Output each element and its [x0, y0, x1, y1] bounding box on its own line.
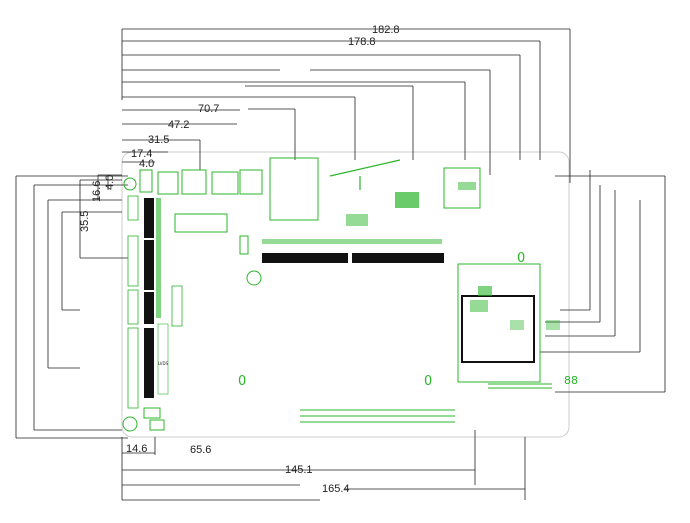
board-outline — [121, 151, 570, 438]
dim-14-6: 14.6 — [126, 443, 147, 455]
connector-long-right — [352, 253, 444, 263]
connector-long-left — [262, 253, 348, 263]
left-pin-headers — [127, 195, 183, 409]
zero-label-right: 0 — [517, 251, 525, 266]
dim-31-5: 31.5 — [148, 134, 169, 146]
bottom-dimension-lines — [121, 430, 526, 501]
bottom-trace-strip — [300, 383, 552, 423]
dim-88: 88 — [564, 374, 578, 387]
right-dimension-lines — [540, 170, 666, 393]
dim-182-8: 182.8 — [372, 24, 400, 36]
top-dimension-lines — [121, 28, 571, 183]
dim-4-0-left: 4.0 — [104, 175, 116, 190]
component-cluster — [174, 157, 481, 255]
dim-65-6: 65.6 — [190, 444, 211, 456]
dim-70-7: 70.7 — [198, 103, 219, 115]
zero-label-bottom-center: 0 — [424, 374, 432, 389]
dim-145-1: 145.1 — [285, 464, 313, 476]
left-dimension-lines — [15, 174, 128, 439]
processor-area — [457, 263, 560, 383]
lvds-label: LVDS — [158, 361, 169, 366]
dim-178-8: 178.8 — [348, 36, 376, 48]
top-left-jacks — [122, 169, 263, 432]
mount-hole-left — [246, 270, 262, 286]
dim-35-5: 35.5 — [79, 211, 91, 232]
dim-17-4: 17.4 — [131, 148, 152, 160]
dim-165-4: 165.4 — [322, 483, 350, 495]
zero-label-bottom-left: 0 — [238, 374, 246, 389]
connector-top-strip — [262, 239, 442, 244]
dim-16-6: 16.6 — [91, 181, 103, 202]
dim-4-0-top: 4.0 — [139, 158, 154, 170]
dim-47-2: 47.2 — [168, 119, 189, 131]
